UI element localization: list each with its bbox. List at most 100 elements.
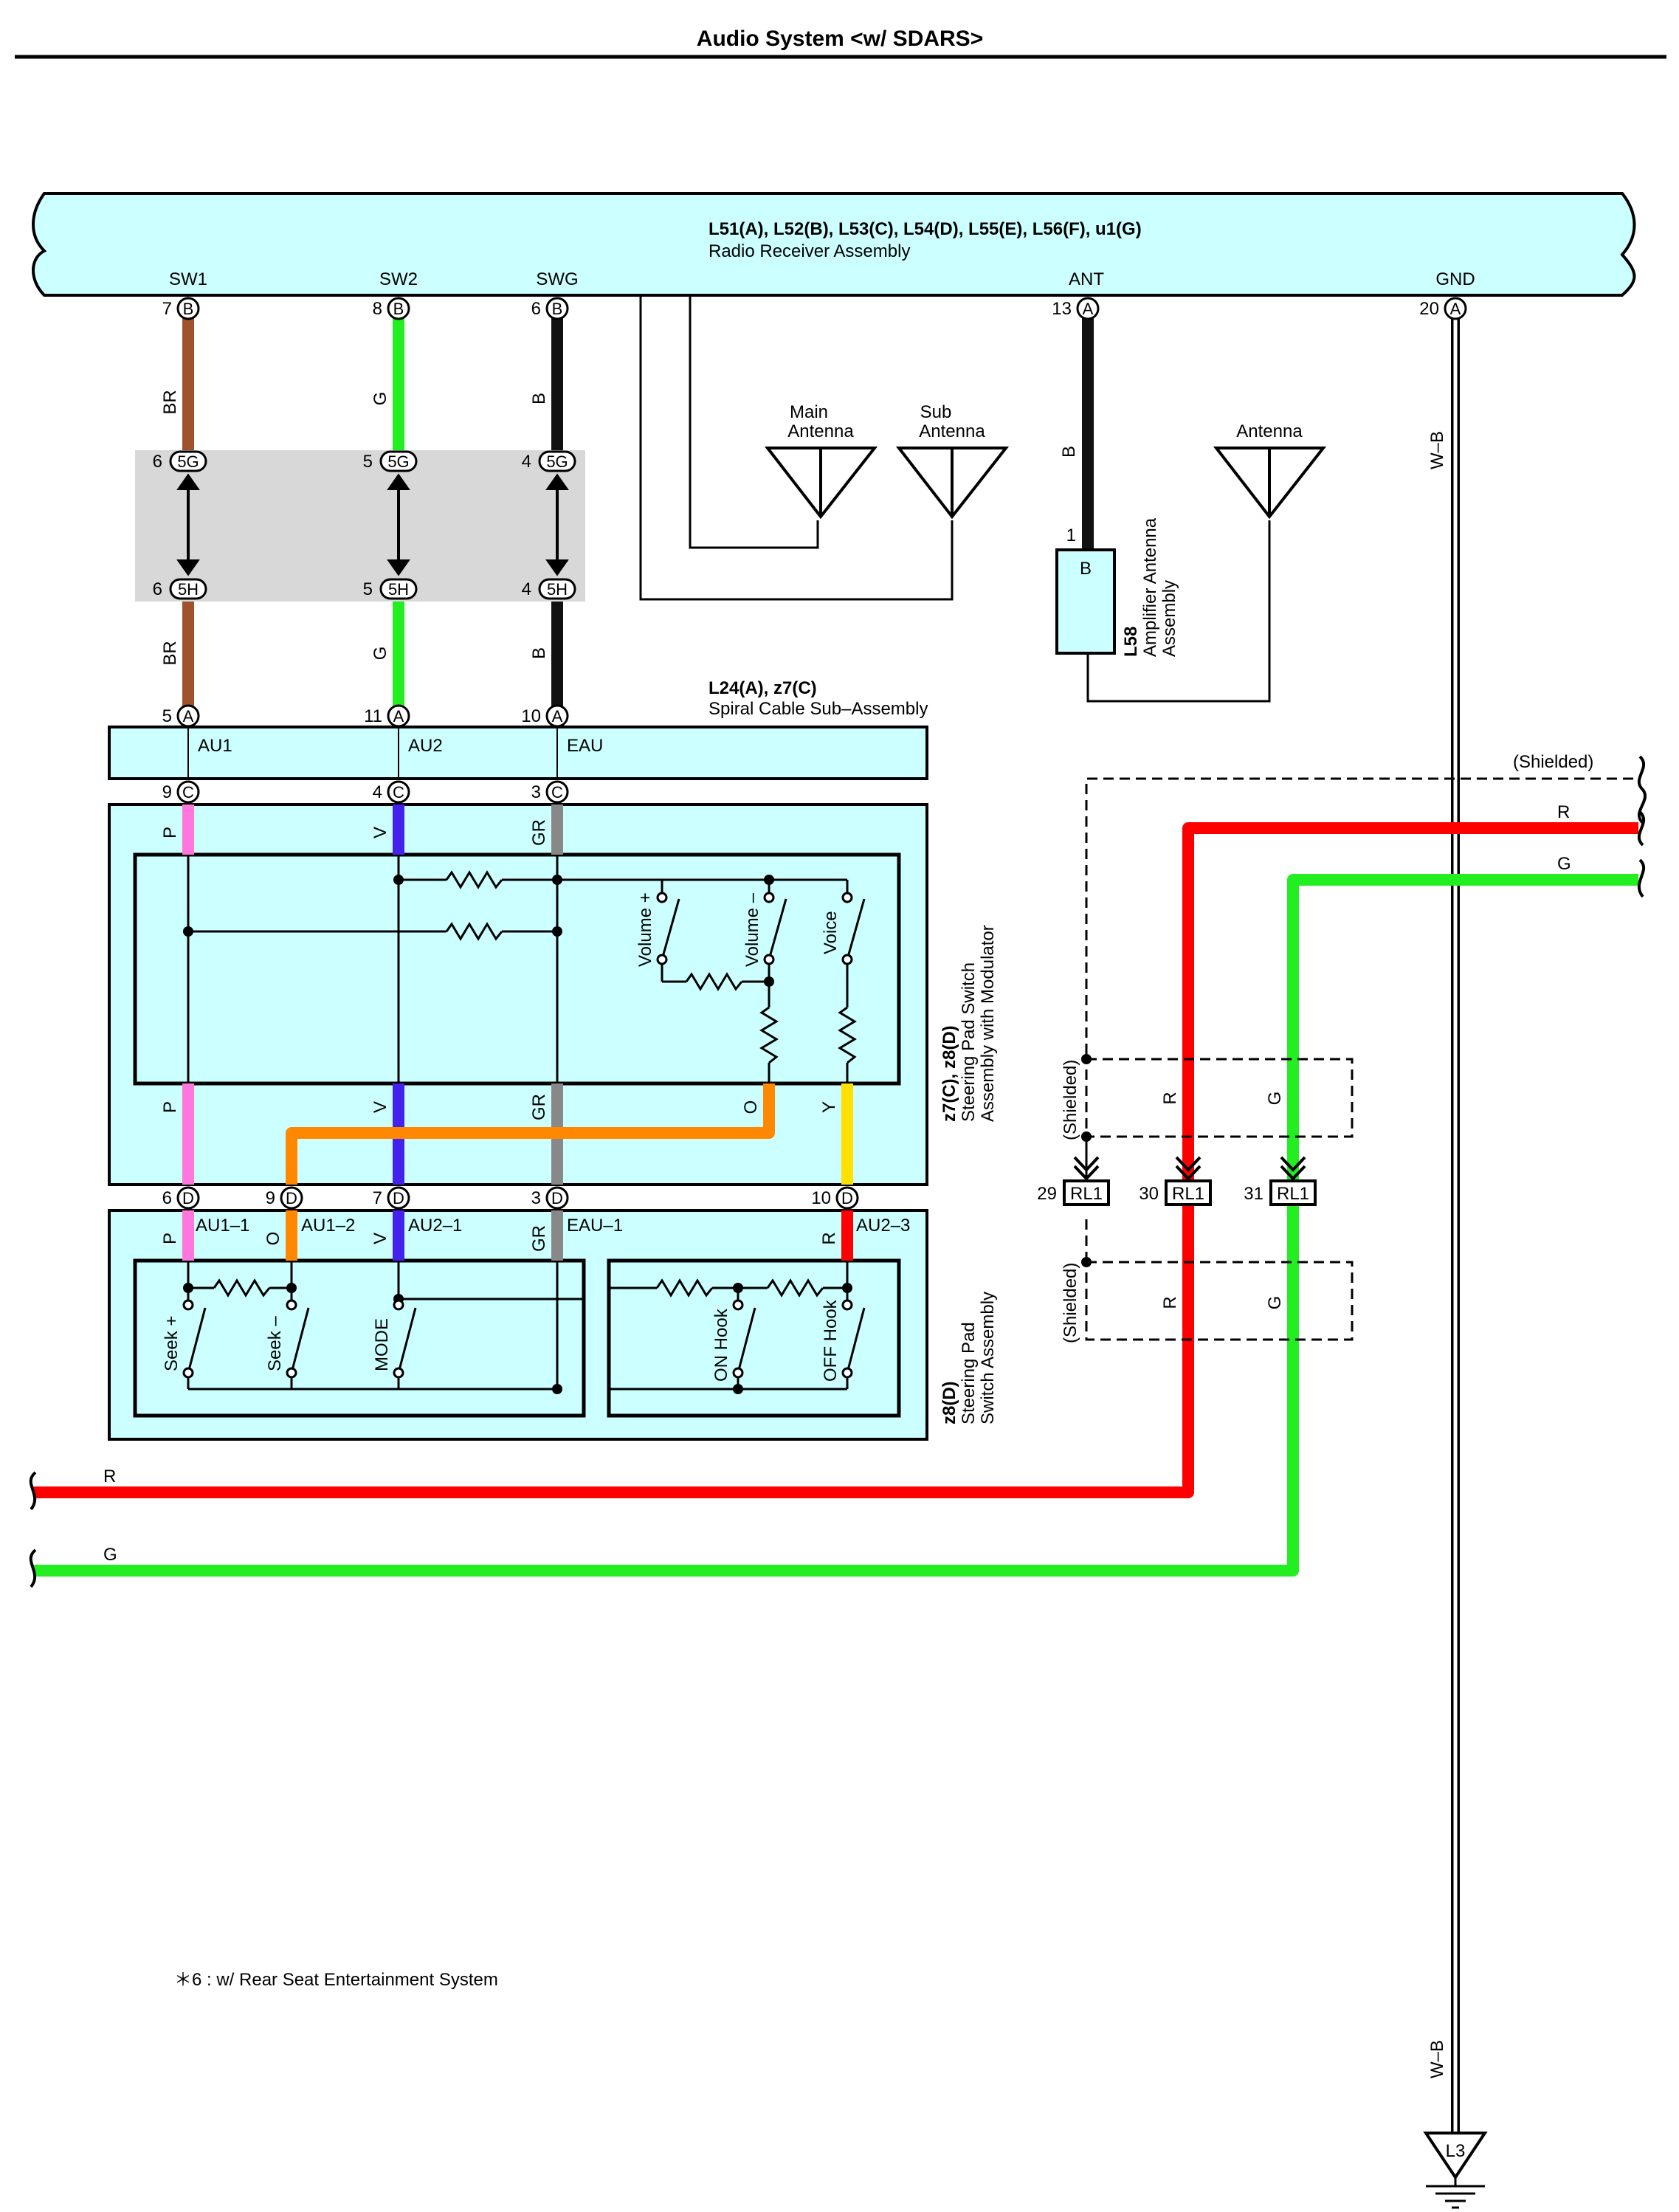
spiral-label-eau: EAU: [567, 736, 603, 756]
modulator-pins-c: C C C 9 4 3: [162, 780, 569, 804]
steering-pad-inner-right: [607, 1258, 901, 1418]
wire-label-br-1: BR: [160, 390, 180, 414]
page-title: Audio System <w/ SDARS>: [697, 27, 983, 51]
junction-box: [135, 450, 585, 602]
junction-5h-3: 5H: [547, 580, 568, 599]
pin-label-sw2: SW2: [379, 269, 418, 289]
amp-conn: B: [1080, 559, 1092, 579]
spiral-pin-c2-num: 4: [373, 782, 382, 802]
switch-label-on-hook: ON Hook: [711, 1308, 731, 1382]
antenna-icon: [1213, 447, 1327, 520]
wire-label-b-2: B: [529, 647, 549, 659]
pin-d1-num: 6: [162, 1188, 172, 1208]
wire-label-r-top: R: [1557, 802, 1570, 822]
junction-5h-connectors: 5H 5H 5H 6 5 4: [153, 578, 576, 600]
switch-label-volume-plus: Volume +: [635, 892, 655, 967]
shield-top-dashed: [1085, 777, 1638, 1054]
modulator-nodes: [183, 875, 774, 987]
radio-pin-ant-conn: A: [1083, 300, 1094, 318]
shield-node-1: [1081, 1054, 1092, 1064]
rl1-label-2: RL1: [1172, 1184, 1204, 1204]
pin-label-gnd: GND: [1435, 269, 1475, 289]
shield-box-lower: [1085, 1261, 1354, 1341]
modulator-switch-terminals: [656, 892, 853, 965]
wire-label-b-1: B: [529, 393, 549, 404]
amp-pin: 1: [1066, 526, 1076, 545]
junction-5h-n1: 6: [153, 579, 162, 599]
spiral-pin-a2-num: 11: [364, 706, 382, 726]
antenna-main-icon: [764, 447, 878, 520]
pin-label-swg: SWG: [536, 269, 578, 289]
junction-5g-3: 5G: [546, 452, 568, 471]
switch-label-off-hook: OFF Hook: [821, 1299, 841, 1382]
main-antenna-label-1: Main: [790, 402, 828, 422]
spiral-pin-a1-num: 5: [162, 706, 172, 726]
spiral-pin-c3-num: 3: [531, 782, 541, 802]
rl1-pin-30: 30: [1139, 1184, 1159, 1204]
steering-pad-box: [108, 1209, 928, 1441]
pad-name-2: Switch Assembly: [978, 1292, 998, 1424]
junction-5g-2: 5G: [387, 452, 409, 471]
footnote: ＊6 : w/ Rear Seat Entertainment System: [174, 1970, 498, 1990]
wire-g-right: [33, 874, 1638, 1577]
spiral-pin-c3-conn: C: [551, 783, 563, 802]
radio-pin-sw1-conn: B: [183, 300, 194, 318]
rl1-pin-29: 29: [1037, 1184, 1057, 1204]
modulator-name-2: Assembly with Modulator: [978, 925, 998, 1122]
rl1-pin-31: 31: [1244, 1184, 1263, 1204]
radio-pin-swg: B 6: [531, 297, 569, 320]
pad-switch-terminals: [182, 1299, 853, 1379]
junction-5g-1: 5G: [177, 452, 199, 471]
wire-label-g-2: G: [370, 647, 390, 661]
wire-label-gr-3: GR: [529, 1225, 549, 1252]
spiral-pin-a3-conn: A: [552, 707, 563, 726]
pad-label-au2-1: AU2–1: [408, 1216, 462, 1236]
radio-pin-ant-num: 13: [1052, 299, 1072, 319]
ground-label: L3: [1446, 2141, 1466, 2161]
pin-d4-num: 3: [531, 1188, 541, 1208]
radio-pin-gnd-conn: A: [1450, 300, 1461, 318]
pad-label-au1-1: AU1–1: [196, 1216, 249, 1236]
amplifier-antenna-box: [1055, 548, 1116, 655]
steering-pad-inner-left: [133, 1258, 586, 1418]
switch-label-volume-minus: Volume –: [742, 892, 762, 967]
radio-name: Radio Receiver Assembly: [709, 241, 910, 261]
wire-label-r-1: R: [819, 1232, 839, 1244]
wire-label-o-2: O: [263, 1232, 283, 1246]
radio-pin-sw2-conn: B: [393, 300, 404, 318]
shield-box-upper: [1085, 1058, 1354, 1138]
radio-pin-swg-num: 6: [531, 299, 541, 319]
pin-label-ant: ANT: [1069, 269, 1104, 289]
wire-label-v-3: V: [370, 1233, 390, 1244]
junction-5g-connectors: 5G 5G 5G 6 5 4: [153, 450, 576, 472]
wire-label-b-ant: B: [1059, 446, 1079, 458]
switch-label-seek-minus: Seek –: [265, 1316, 285, 1371]
junction-5h-n2: 5: [363, 579, 373, 599]
radio-connectors: L51(A), L52(B), L53(C), L54(D), L55(E), …: [709, 219, 1142, 239]
spiral-pin-c1-conn: C: [182, 783, 194, 802]
wire-break-marks: [29, 755, 1647, 1588]
spiral-pin-c2-conn: C: [393, 783, 404, 802]
wire-label-br-2: BR: [160, 641, 180, 665]
pad-label-au1-2: AU1–2: [301, 1216, 355, 1236]
shield-node-3: [1081, 1257, 1092, 1267]
shield-label-upper: (Shielded): [1061, 1060, 1080, 1140]
switch-label-seek-plus: Seek +: [162, 1316, 182, 1371]
radio-pin-gnd: A 20: [1419, 297, 1467, 320]
wire-label-r-bottom: R: [103, 1467, 116, 1486]
amp-name-1: Amplifier Antenna: [1140, 517, 1160, 657]
wire-label-gr-2: GR: [529, 1094, 549, 1120]
antenna-lines: [639, 295, 1271, 703]
pin-d5-conn: D: [841, 1189, 853, 1207]
spiral-connectors: L24(A), z7(C): [709, 678, 817, 698]
modulator-name-1: Steering Pad Switch: [959, 962, 979, 1122]
radio-pin-sw1: B 7: [162, 297, 200, 320]
pin-d3-conn: D: [393, 1189, 404, 1207]
switch-label-voice: Voice: [821, 911, 841, 954]
modulator-inner: [133, 852, 901, 1086]
modulator-box: [108, 803, 928, 1186]
wire-label-wb-1: W–B: [1427, 431, 1447, 469]
junction-5g-n2: 5: [363, 452, 373, 472]
radio-pin-sw1-num: 7: [162, 299, 172, 319]
